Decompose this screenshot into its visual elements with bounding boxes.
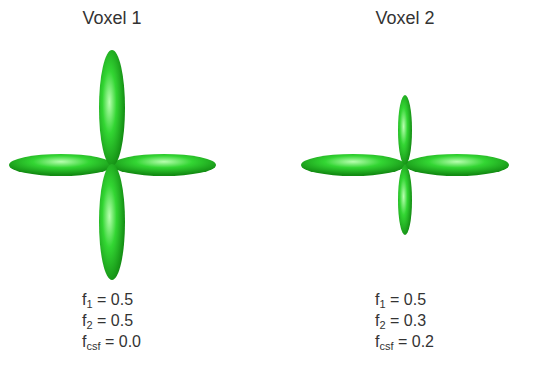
fraction-value: fcsf = 0.0 [82, 332, 141, 351]
voxel-2-glyph [301, 95, 509, 235]
voxel-heading: Voxel 2 [375, 8, 434, 30]
voxel-1-glyph [9, 50, 216, 280]
fraction-value: f2 = 0.5 [82, 311, 133, 330]
fraction-value: fcsf = 0.2 [375, 332, 434, 351]
fraction-value: f1 = 0.5 [82, 290, 133, 309]
fraction-value: f2 = 0.3 [375, 311, 426, 330]
fraction-value: f1 = 0.5 [375, 290, 426, 309]
voxel-heading: Voxel 1 [82, 8, 141, 30]
